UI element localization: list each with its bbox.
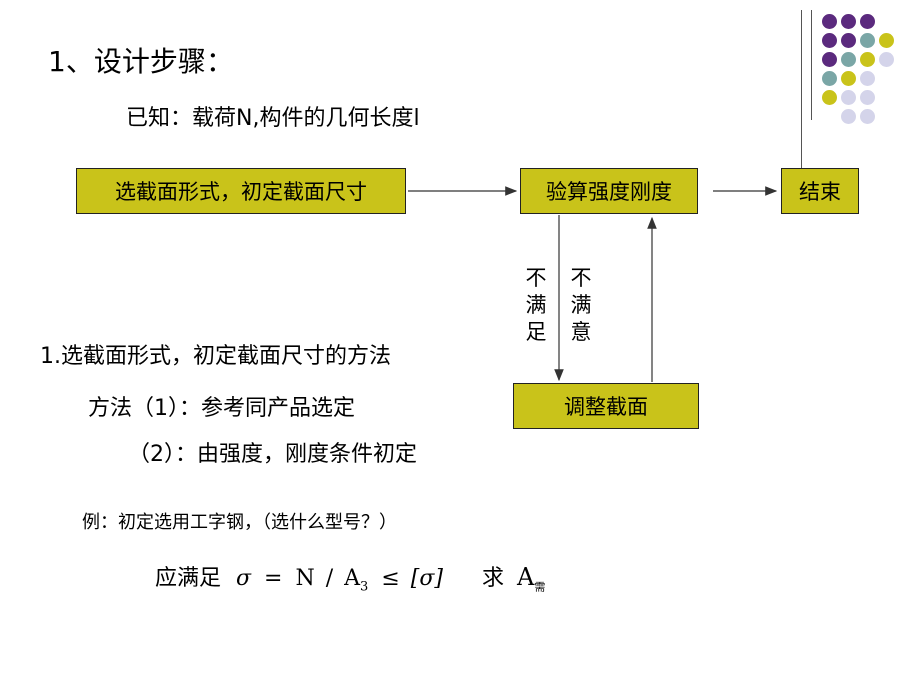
label-left-char-1: 不 (525, 266, 547, 290)
label-left-char-2: 满 (525, 293, 547, 317)
decor-dot (822, 33, 837, 48)
decor-dot (841, 71, 856, 86)
formula: 应满足 σ = N / A3 ≤ [σ] 求 A需 (155, 560, 545, 600)
formula-seek: 求 (481, 566, 504, 591)
decor-dot (841, 52, 856, 67)
formula-need-sub: 需 (534, 580, 546, 594)
formula-a-need: A (516, 563, 535, 591)
label-left-char-3: 足 (525, 320, 547, 344)
decor-vertical-line (801, 10, 802, 168)
box-select-section: 选截面形式，初定截面尺寸 (76, 168, 406, 214)
dot-grid-decoration-icon (795, 10, 905, 170)
decor-dot (841, 109, 856, 124)
decor-dot (860, 109, 875, 124)
decor-dot (860, 33, 875, 48)
formula-bracket-sigma: [σ] (410, 566, 443, 591)
decor-dot (841, 14, 856, 29)
decor-dot (879, 33, 894, 48)
decor-vertical-line-2 (811, 10, 812, 120)
decor-dot (822, 90, 837, 105)
decor-dot (860, 14, 875, 29)
label-right-char-1: 不 (570, 266, 592, 290)
formula-leq: ≤ (381, 566, 400, 591)
decor-dot (822, 71, 837, 86)
label-right-char-3: 意 (570, 320, 592, 344)
formula-sigma: σ (236, 566, 252, 591)
section-heading: 1、设计步骤： (48, 45, 234, 78)
label-right-char-2: 满 (570, 293, 592, 317)
label-not-sufficient: 不 满 足 (524, 265, 548, 346)
decor-dot (860, 71, 875, 86)
example-line: 例：初定选用工字钢，（选什么型号？） (82, 512, 397, 533)
formula-equals: = (264, 566, 283, 591)
decor-dot (860, 90, 875, 105)
formula-prefix: 应满足 (155, 566, 222, 591)
method-2: （2）：由强度，刚度条件初定 (128, 442, 417, 467)
decor-dot (822, 52, 837, 67)
decor-dot (879, 52, 894, 67)
decor-dot (841, 90, 856, 105)
formula-sub-3: 3 (360, 579, 369, 595)
label-not-satisfied: 不 满 意 (569, 265, 593, 346)
formula-a: A (344, 566, 361, 591)
box-check-strength: 验算强度刚度 (520, 168, 698, 214)
decor-dot (841, 33, 856, 48)
box-adjust-section: 调整截面 (513, 383, 699, 429)
formula-n: N (295, 566, 315, 591)
decor-dot (860, 52, 875, 67)
methods-title: 1.选截面形式，初定截面尺寸的方法 (40, 344, 391, 369)
method-1: 方法（1）：参考同产品选定 (88, 396, 355, 421)
decor-dot (822, 14, 837, 29)
formula-slash: / (325, 566, 334, 591)
known-line: 已知：载荷N,构件的几何长度l (126, 106, 420, 131)
box-end: 结束 (781, 168, 859, 214)
